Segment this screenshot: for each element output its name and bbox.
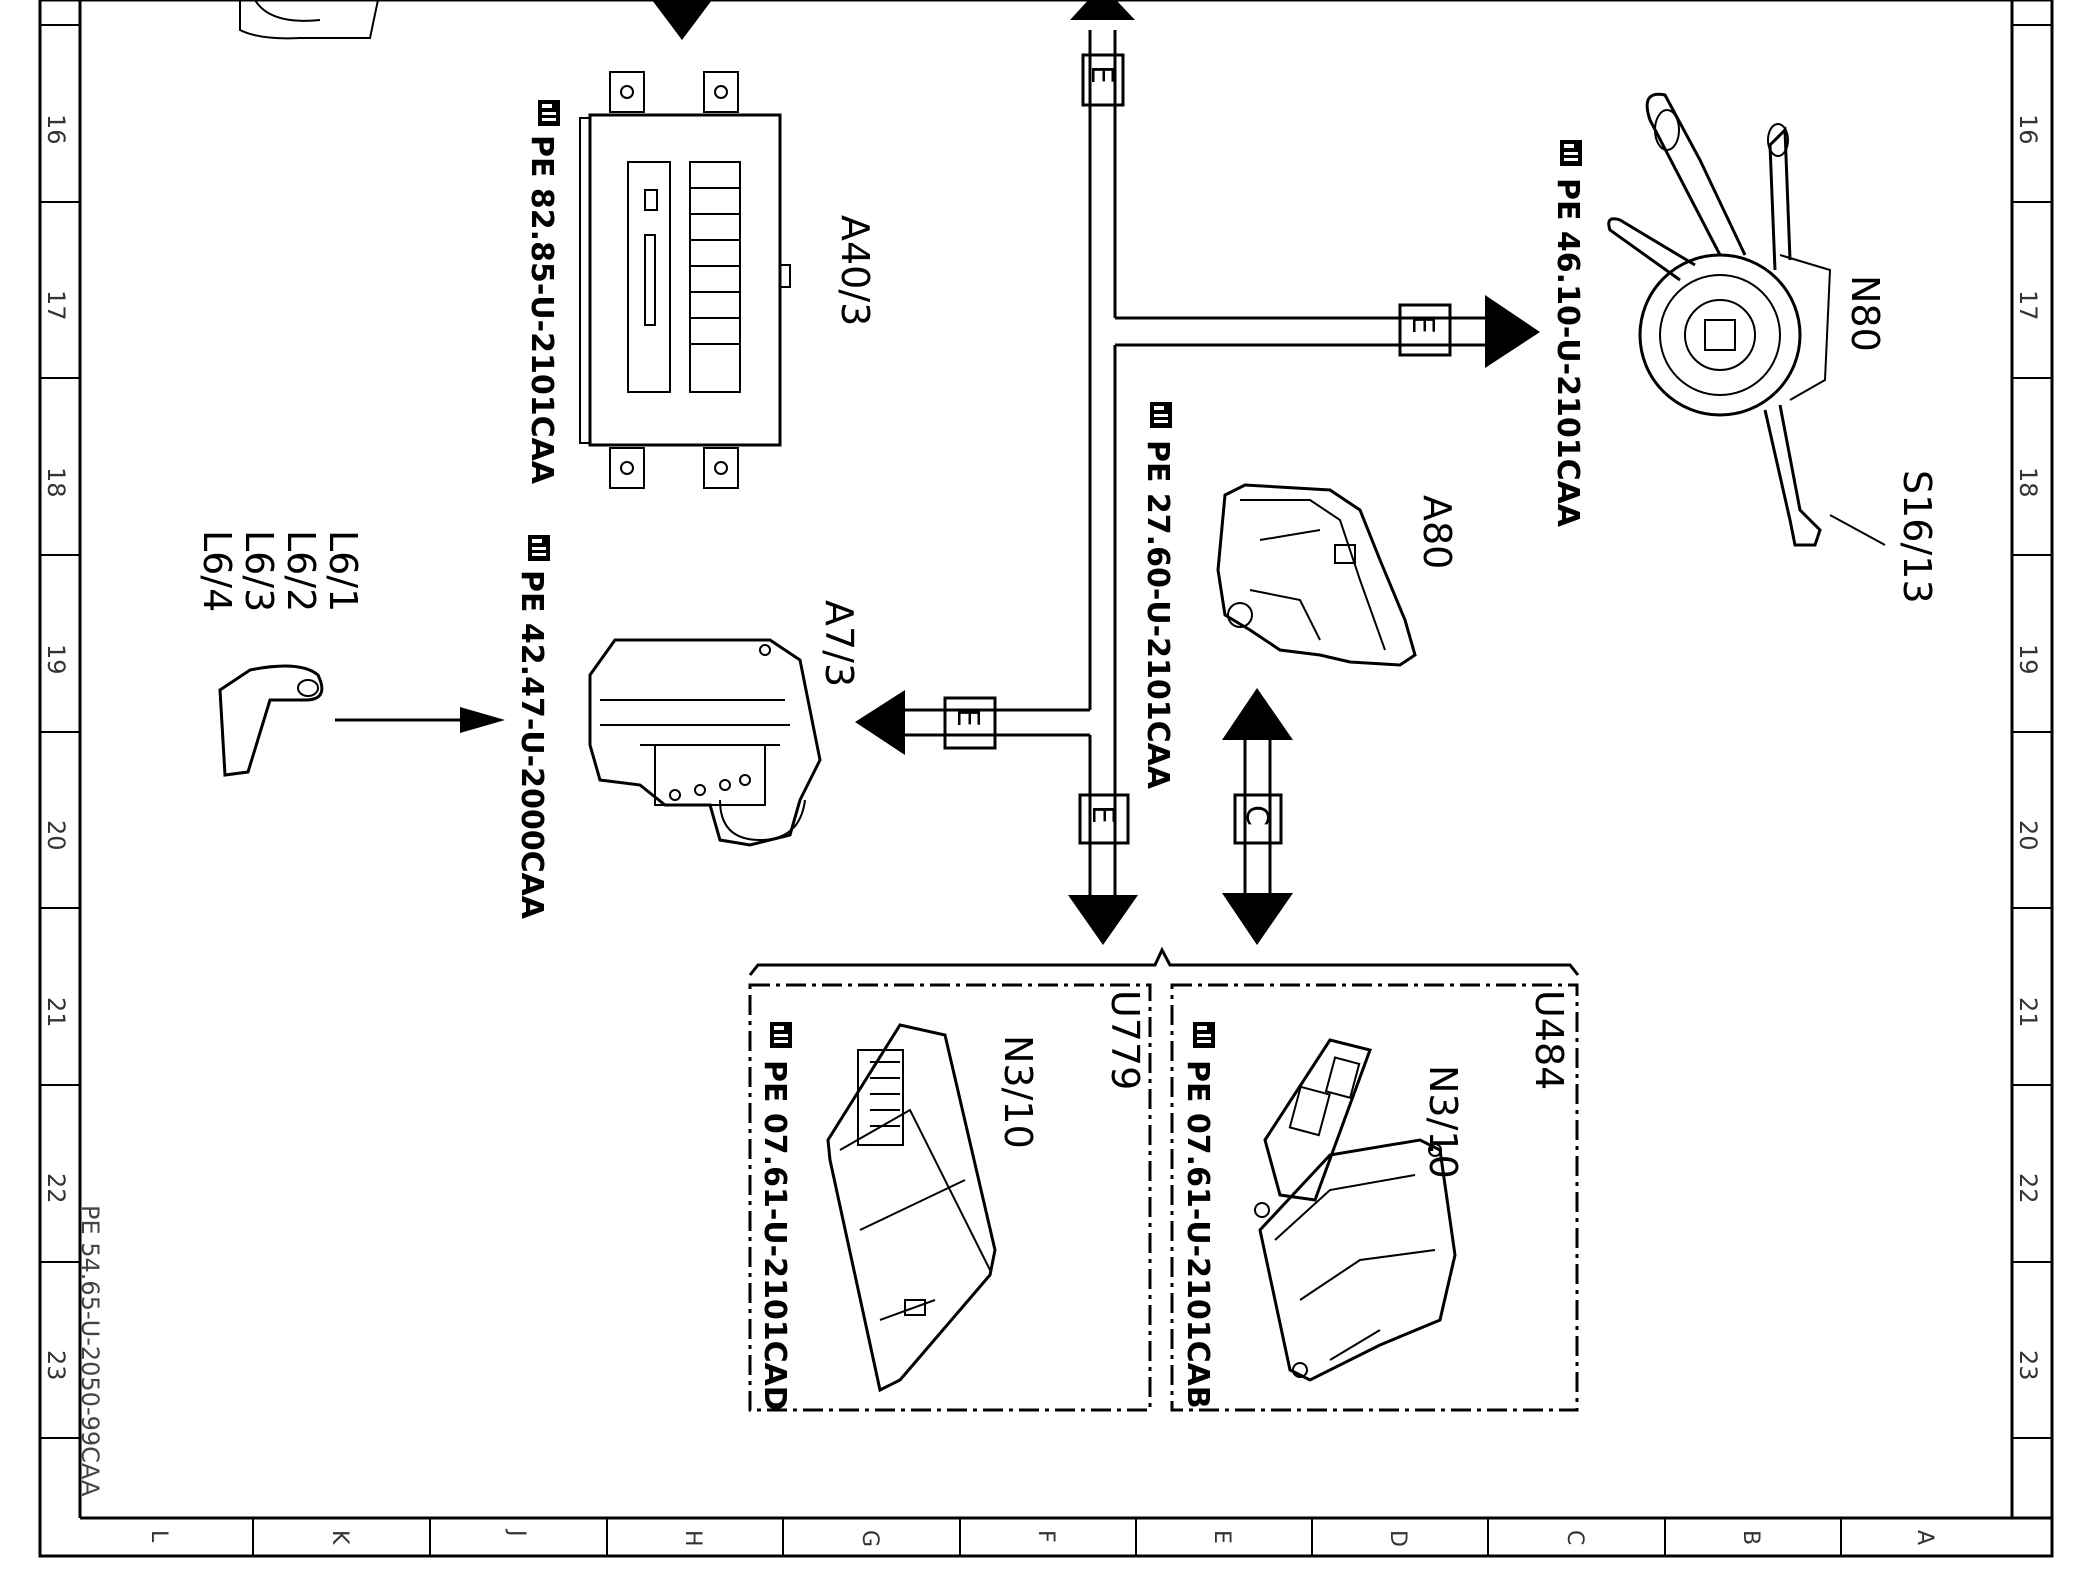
variant-u779: U779 N3/10 PE 07.61-U-2101CAD [748,983,1152,1412]
column-letter: J [504,1528,529,1537]
row-number: 19 [2014,644,2042,675]
ref-n3-10-u484: PE 07.61-U-2101CAB [1180,1060,1215,1409]
column-letter: L [146,1530,171,1543]
drawing-frame [38,0,2054,1558]
ref-n3-10-u779: PE 07.61-U-2101CAD [757,1060,792,1411]
row-number: 23 [2014,1350,2042,1381]
c-link: C [1222,688,1293,945]
variant-u484: U484 N3/10 PE 07.61-U-2101CAB [1170,983,1579,1412]
variant-bracket [748,946,1580,976]
sheet-code: PE 54.65-U-2050-99CAA [76,1205,104,1497]
row-numbers-left: 16 17 18 19 20 21 22 23 [42,114,70,1381]
partial-component-top [239,0,712,40]
component-a7-3: A7/3 PE 42.47-U-2000CAA [514,535,861,920]
row-number: 21 [42,997,70,1028]
row-number: 19 [42,644,70,675]
row-number: 17 [42,290,70,321]
row-number: 22 [42,1173,70,1204]
column-letter: K [327,1530,352,1545]
service-hand-icon [528,535,550,561]
label-n3-10-u484: N3/10 [1421,1065,1465,1179]
bus-label-e-left: E [950,708,985,727]
label-a80: A80 [1415,495,1459,569]
column-letter: B [1738,1530,1763,1545]
bus-wiring: E E E E [855,0,1540,945]
row-number: 16 [2014,114,2042,145]
bus-label-c: C [1239,805,1274,826]
variant-label-u779: U779 [1103,990,1147,1090]
column-letter: A [1912,1530,1937,1545]
column-letter: C [1562,1530,1587,1545]
ref-a7-3: PE 42.47-U-2000CAA [514,570,549,920]
row-number: 16 [42,114,70,145]
row-number: 17 [2014,290,2042,321]
column-letters: L K J H G F E D C B A [146,1528,1937,1547]
row-number: 18 [2014,467,2042,498]
label-a7-3: A7/3 [817,600,861,687]
row-number: 18 [42,467,70,498]
row-number: 20 [2014,820,2042,851]
component-n80: N80 S16/13 PE 46.10-U-2101CAA [1550,92,1939,604]
bus-label-e-right: E [1405,315,1440,334]
bus-label-e-top: E [1084,65,1119,84]
ref-n80: PE 46.10-U-2101CAA [1550,178,1585,528]
component-a80: A80 PE 27.60-U-2101CAA [1140,402,1459,790]
label-n80: N80 [1843,275,1887,352]
row-number: 22 [2014,1173,2042,1204]
row-number: 23 [42,1350,70,1381]
row-numbers-right: 16 17 18 19 20 21 22 23 [2014,114,2042,1381]
component-l6: L6/1 L6/2 L6/3 L6/4 [195,530,505,777]
service-hand-icon [1193,1022,1215,1048]
label-l6-3: L6/3 [237,530,281,612]
column-letter: E [1209,1530,1234,1544]
component-a40-3: A40/3 PE 82.85-U-2101CAA [524,71,877,489]
service-hand-icon [538,100,560,126]
label-n3-10-u779: N3/10 [996,1035,1040,1149]
column-letter: F [1033,1530,1058,1543]
label-s16-13: S16/13 [1895,470,1939,604]
label-l6-2: L6/2 [279,530,323,612]
service-hand-icon [1560,140,1582,166]
column-letter: D [1385,1530,1410,1547]
column-letter: G [857,1530,882,1547]
bus-label-e-down: E [1085,805,1120,824]
column-letter: H [680,1530,705,1547]
label-l6-4: L6/4 [195,530,239,612]
service-hand-icon [1150,402,1172,428]
label-a40-3: A40/3 [833,215,877,326]
ref-a40-3: PE 82.85-U-2101CAA [524,135,559,485]
label-l6-1: L6/1 [321,530,365,612]
row-number: 20 [42,820,70,851]
service-hand-icon [770,1022,792,1048]
row-number: 21 [2014,997,2042,1028]
ref-a80: PE 27.60-U-2101CAA [1140,440,1175,790]
variant-label-u484: U484 [1527,990,1571,1090]
